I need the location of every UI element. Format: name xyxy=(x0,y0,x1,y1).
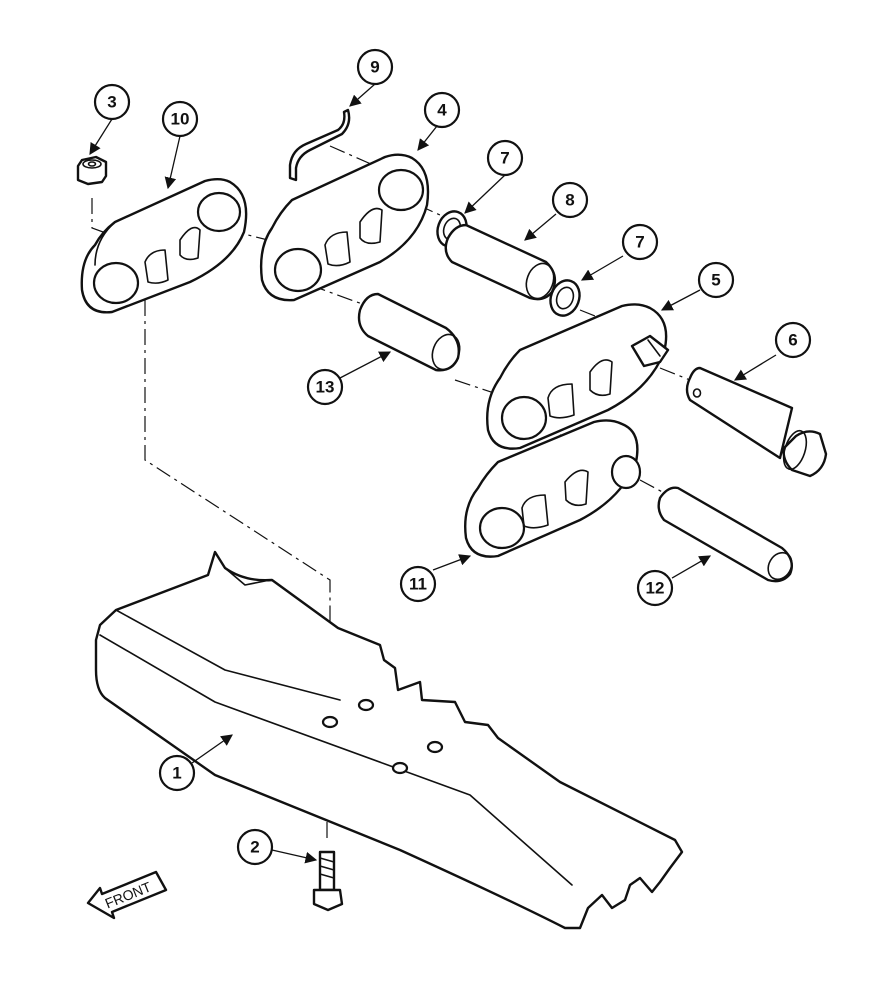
callout-10-label: 10 xyxy=(171,110,190,129)
callout-7-upper: 7 xyxy=(486,139,524,177)
callout-3: 3 xyxy=(93,83,131,121)
callout-4: 4 xyxy=(423,91,461,129)
callout-13: 13 xyxy=(306,368,344,406)
callout-5-label: 5 xyxy=(711,271,720,290)
part-11-track-link xyxy=(464,419,642,558)
callout-9: 9 xyxy=(356,48,394,86)
callout-1: 1 xyxy=(158,754,196,792)
callout-4-label: 4 xyxy=(437,101,447,120)
part-6-pin xyxy=(685,366,828,478)
part-3-nut xyxy=(76,155,108,186)
part-8-bushing xyxy=(444,223,557,301)
callout-11-label: 11 xyxy=(409,575,427,594)
callout-12-label: 12 xyxy=(646,579,665,598)
callout-1-label: 1 xyxy=(172,764,181,783)
part-9-pin xyxy=(288,108,351,182)
part-13-bushing xyxy=(357,292,461,372)
front-direction-arrow: FRONT xyxy=(86,870,168,920)
callout-8-label: 8 xyxy=(565,191,574,210)
callout-5: 5 xyxy=(697,261,735,299)
callout-6-label: 6 xyxy=(788,331,797,350)
callout-7-lower: 7 xyxy=(621,223,659,261)
leader-lines xyxy=(89,83,777,864)
callout-2-label: 2 xyxy=(250,838,259,857)
part-10-track-link xyxy=(80,178,248,314)
callout-12: 12 xyxy=(636,569,674,607)
callout-13-label: 13 xyxy=(316,378,335,397)
callout-11: 11 xyxy=(399,565,437,603)
callout-10: 10 xyxy=(161,100,199,138)
callout-2: 2 xyxy=(236,828,274,866)
callout-8: 8 xyxy=(551,181,589,219)
callout-9-label: 9 xyxy=(370,58,379,77)
part-4-track-link xyxy=(259,153,430,302)
part-1-track-shoe xyxy=(94,550,684,930)
callout-3-label: 3 xyxy=(107,93,116,112)
part-12-pin xyxy=(657,486,793,583)
part-7-seal-lower xyxy=(549,279,581,317)
callout-7b-label: 7 xyxy=(635,233,644,252)
callout-6: 6 xyxy=(774,321,812,359)
callout-7a-label: 7 xyxy=(500,149,509,168)
part-5-track-link xyxy=(486,303,670,450)
part-2-bolt xyxy=(312,850,344,912)
